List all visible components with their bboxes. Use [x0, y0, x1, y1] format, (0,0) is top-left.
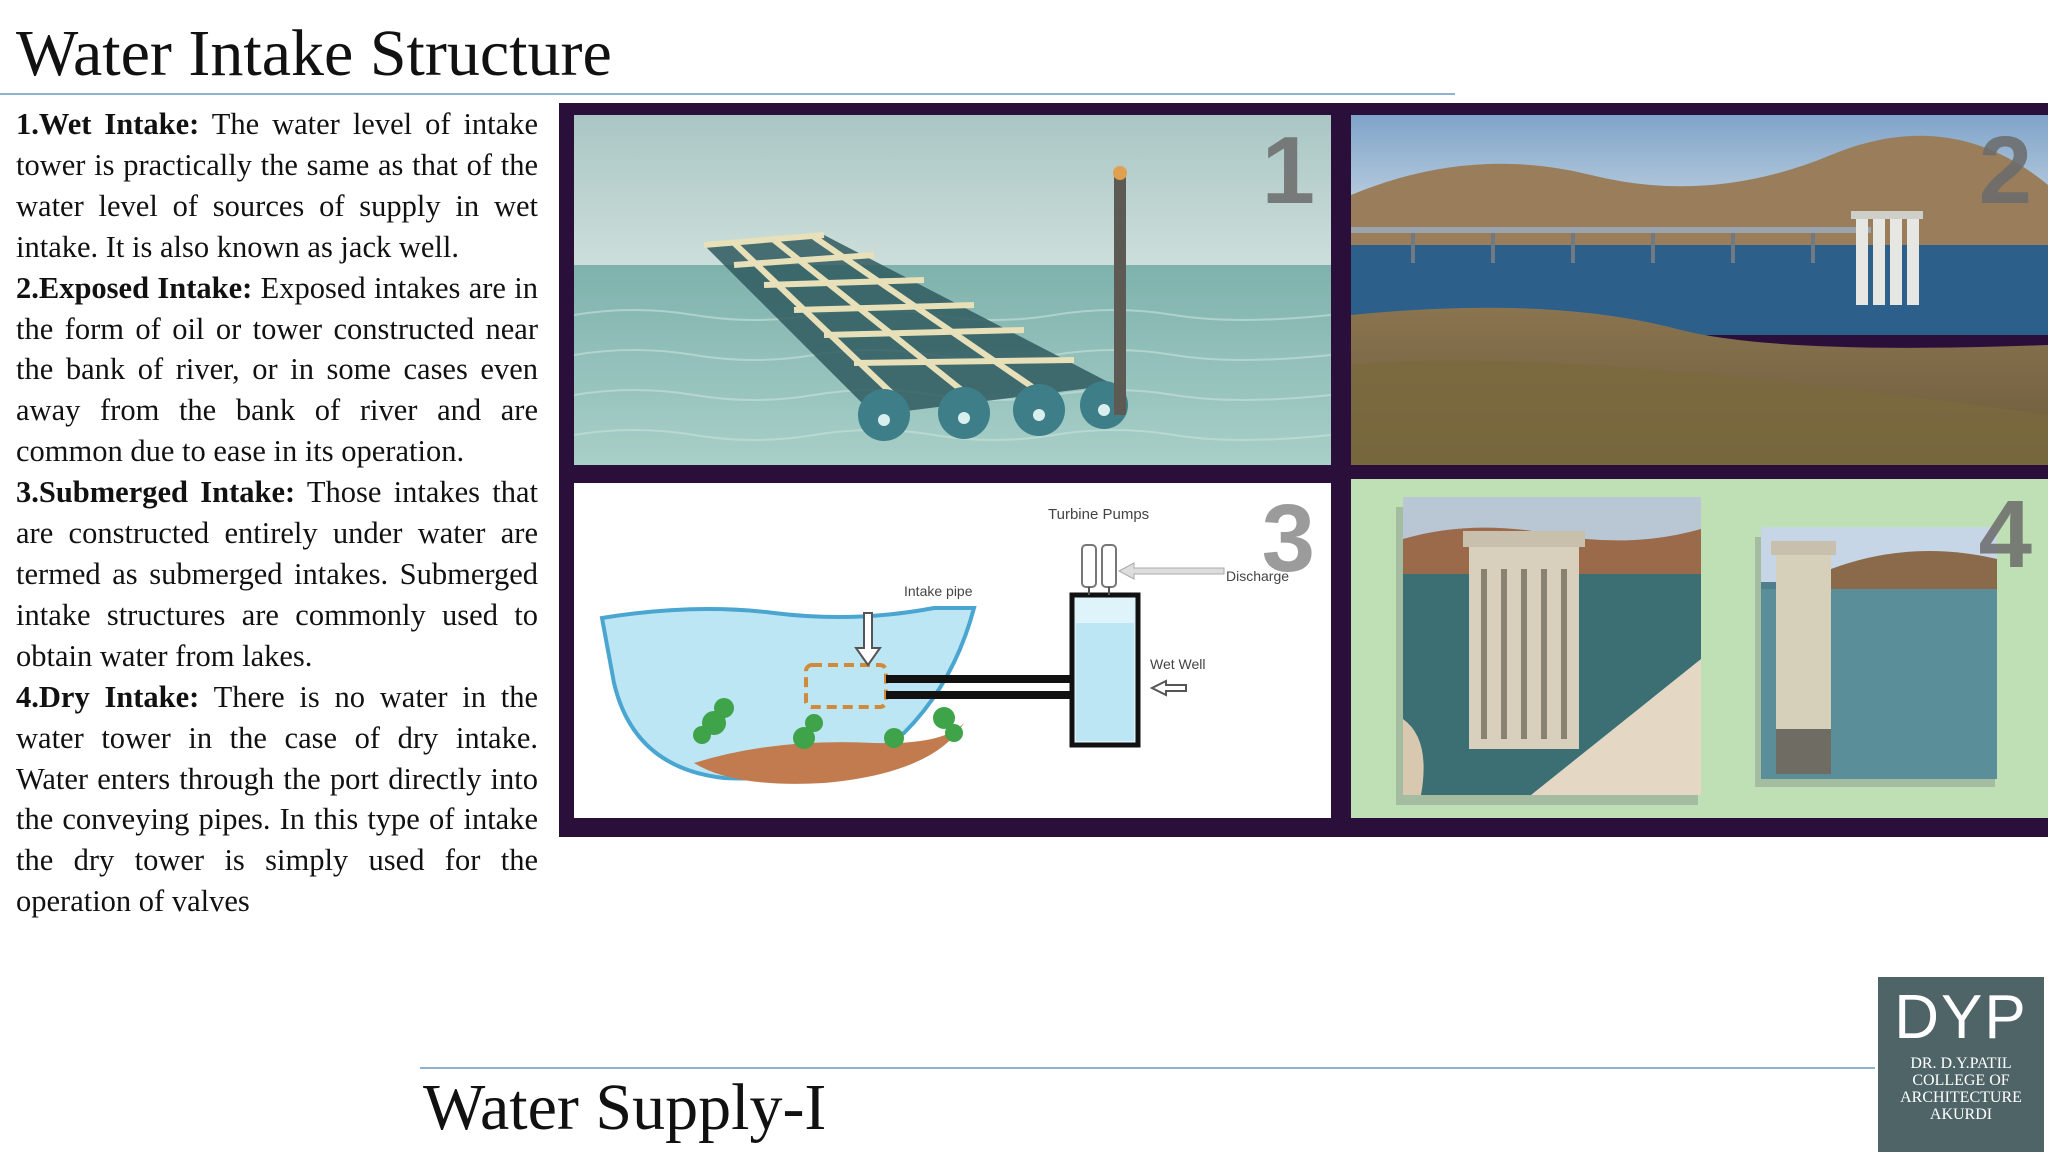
section-exposed-intake: 2.Exposed Intake: Exposed intakes are in…	[16, 268, 538, 473]
section-wet-intake: 1.Wet Intake: The water level of intake …	[16, 104, 538, 268]
submerged-intake-diagram: Turbine Pumps Discharge Intake pipe Wet …	[574, 483, 1331, 818]
intake-descriptions: 1.Wet Intake: The water level of intake …	[16, 104, 538, 922]
section-text: There is no water in the water tower in …	[16, 679, 539, 919]
turbine-pumps-label: Turbine Pumps	[1048, 506, 1149, 523]
exposed-intake-illustration	[1351, 115, 2048, 465]
dry-intake-illustration	[1396, 497, 1997, 805]
dry-intake-image: 4	[1351, 479, 2048, 818]
wet-intake-illustration	[574, 115, 1331, 465]
logo-line: ARCHITECTURE	[1900, 1089, 2022, 1106]
footer-divider	[420, 1067, 1875, 1069]
title-divider	[0, 93, 1455, 95]
submerged-intake-illustration: Turbine Pumps Discharge Intake pipe Wet …	[599, 506, 1289, 784]
section-dry-intake: 4.Dry Intake: There is no water in the w…	[16, 677, 538, 922]
panel-number: 1	[1261, 117, 1315, 224]
logo-mark: DYP	[1894, 983, 2028, 1052]
section-text: Exposed intakes are in the form of oil o…	[16, 270, 539, 469]
wet-well-label: Wet Well	[1150, 656, 1206, 672]
section-heading: 3.Submerged Intake:	[16, 475, 296, 510]
section-heading: 2.Exposed Intake:	[16, 270, 253, 305]
course-name: Water Supply-I	[423, 1071, 827, 1144]
intake-photo-collage: 1	[559, 103, 2048, 837]
section-text: The water level of intake tower is pract…	[16, 107, 538, 264]
panel-number: 2	[1978, 117, 2032, 224]
wet-intake-image: 1	[574, 115, 1331, 465]
college-logo: DYP DR. D.Y.PATIL COLLEGE OF ARCHITECTUR…	[1878, 977, 2044, 1152]
exposed-intake-image: 2	[1351, 115, 2048, 465]
intake-pipe-label: Intake pipe	[904, 583, 973, 599]
section-text: Those intakes that are constructed entir…	[16, 475, 539, 673]
section-submerged-intake: 3.Submerged Intake: Those intakes that a…	[16, 472, 538, 677]
logo-line: DR. D.Y.PATIL	[1910, 1055, 2012, 1072]
section-heading: 4.Dry Intake:	[16, 679, 200, 714]
logo-line: COLLEGE OF	[1912, 1072, 2010, 1089]
discharge-label: Discharge	[1226, 568, 1289, 584]
logo-college-name: DR. D.Y.PATIL COLLEGE OF ARCHITECTURE AK…	[1878, 1055, 2044, 1123]
logo-line: AKURDI	[1929, 1106, 1993, 1123]
panel-number: 3	[1261, 485, 1315, 592]
slide-title: Water Intake Structure	[16, 17, 612, 90]
panel-number: 4	[1978, 481, 2032, 588]
section-heading: 1.Wet Intake:	[16, 107, 200, 141]
